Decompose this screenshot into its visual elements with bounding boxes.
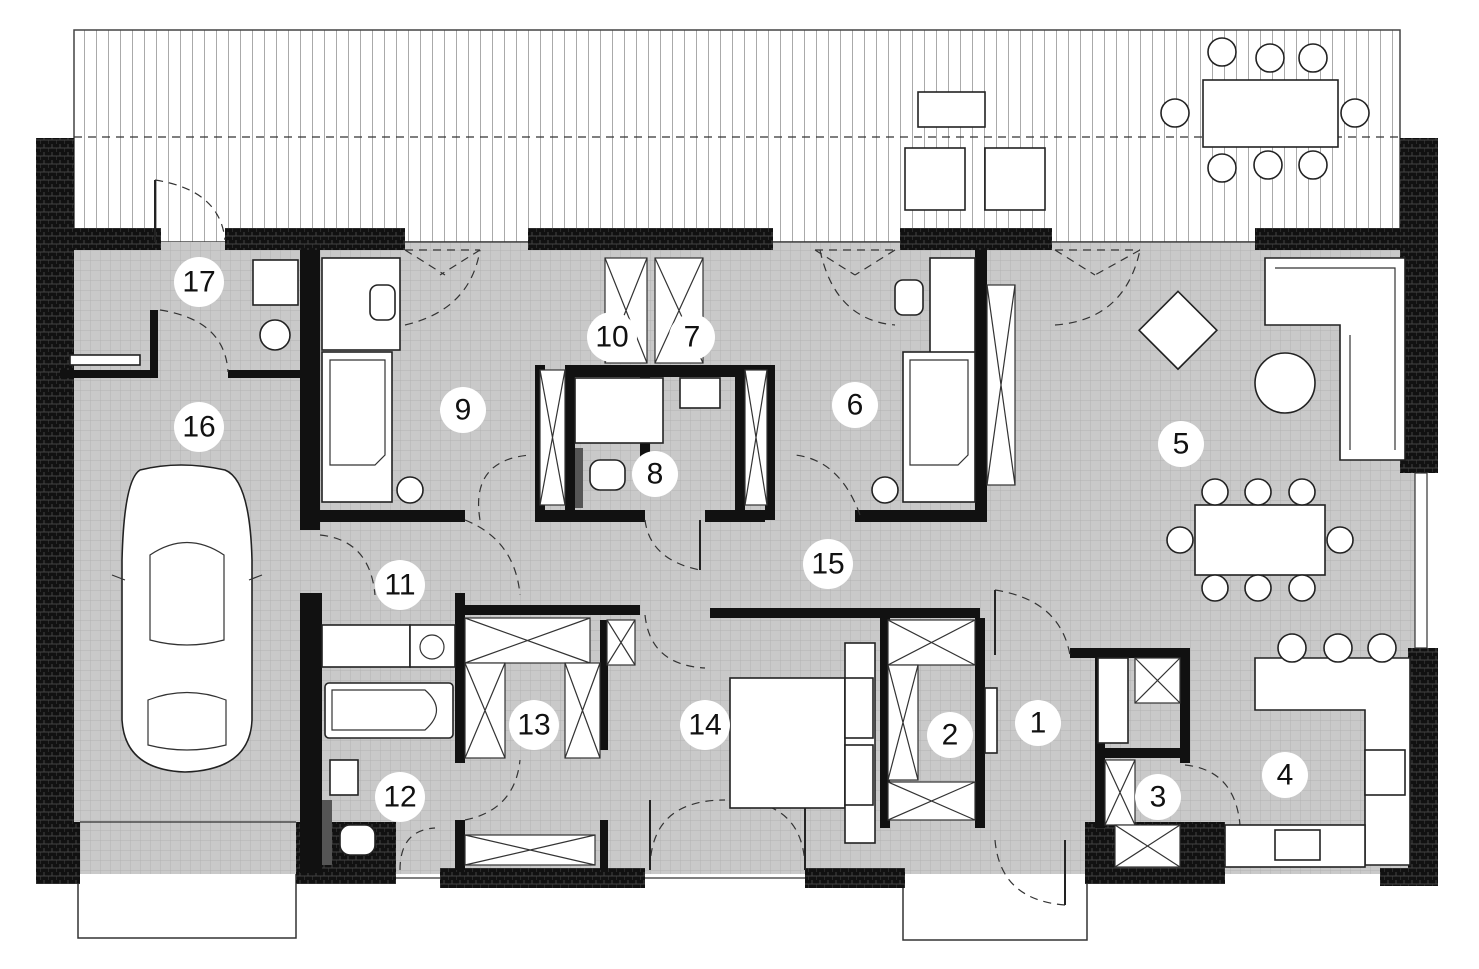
room-9-badge: 9 — [440, 387, 486, 433]
room-5-number: 5 — [1173, 428, 1190, 461]
room-16-number: 16 — [182, 411, 215, 444]
wardrobes — [464, 257, 1181, 868]
room-6-badge: 6 — [832, 382, 878, 428]
room-16-badge: 16 — [174, 402, 224, 452]
terrace-deck — [73, 29, 1401, 243]
room-17-number: 17 — [182, 266, 215, 299]
room-13-number: 13 — [517, 709, 550, 742]
room-15-badge: 15 — [803, 539, 853, 589]
room-8-badge: 8 — [632, 451, 678, 497]
room-14-badge: 14 — [680, 700, 730, 750]
room-15-number: 15 — [811, 548, 844, 581]
interior-walls — [60, 250, 1190, 873]
room-11-badge: 11 — [375, 560, 425, 610]
car-icon — [111, 464, 263, 773]
room-2-badge: 2 — [927, 712, 973, 758]
room-5-badge: 5 — [1158, 421, 1204, 467]
furniture — [69, 37, 1411, 868]
room-4-badge: 4 — [1262, 752, 1308, 798]
room-7-number: 7 — [684, 321, 701, 354]
room-6-number: 6 — [847, 389, 864, 422]
door-swings — [154, 179, 1241, 906]
windows — [80, 241, 1428, 879]
room-7-badge: 7 — [669, 314, 715, 360]
room-11-number: 11 — [384, 569, 415, 602]
room-14-number: 14 — [688, 709, 721, 742]
exterior-walls — [36, 138, 1438, 888]
room-12-badge: 12 — [375, 772, 425, 822]
room-10-number: 10 — [595, 321, 628, 354]
room-13-badge: 13 — [509, 700, 559, 750]
room-3-badge: 3 — [1135, 774, 1181, 820]
room-1-badge: 1 — [1015, 700, 1061, 746]
room-4-number: 4 — [1277, 759, 1294, 792]
room-12-number: 12 — [383, 781, 416, 814]
room-17-badge: 17 — [174, 257, 224, 307]
room-9-number: 9 — [455, 394, 472, 427]
room-3-number: 3 — [1150, 781, 1167, 814]
room-1-number: 1 — [1030, 707, 1047, 740]
room-8-number: 8 — [647, 458, 664, 491]
room-2-number: 2 — [942, 719, 959, 752]
room-10-badge: 10 — [587, 312, 637, 362]
